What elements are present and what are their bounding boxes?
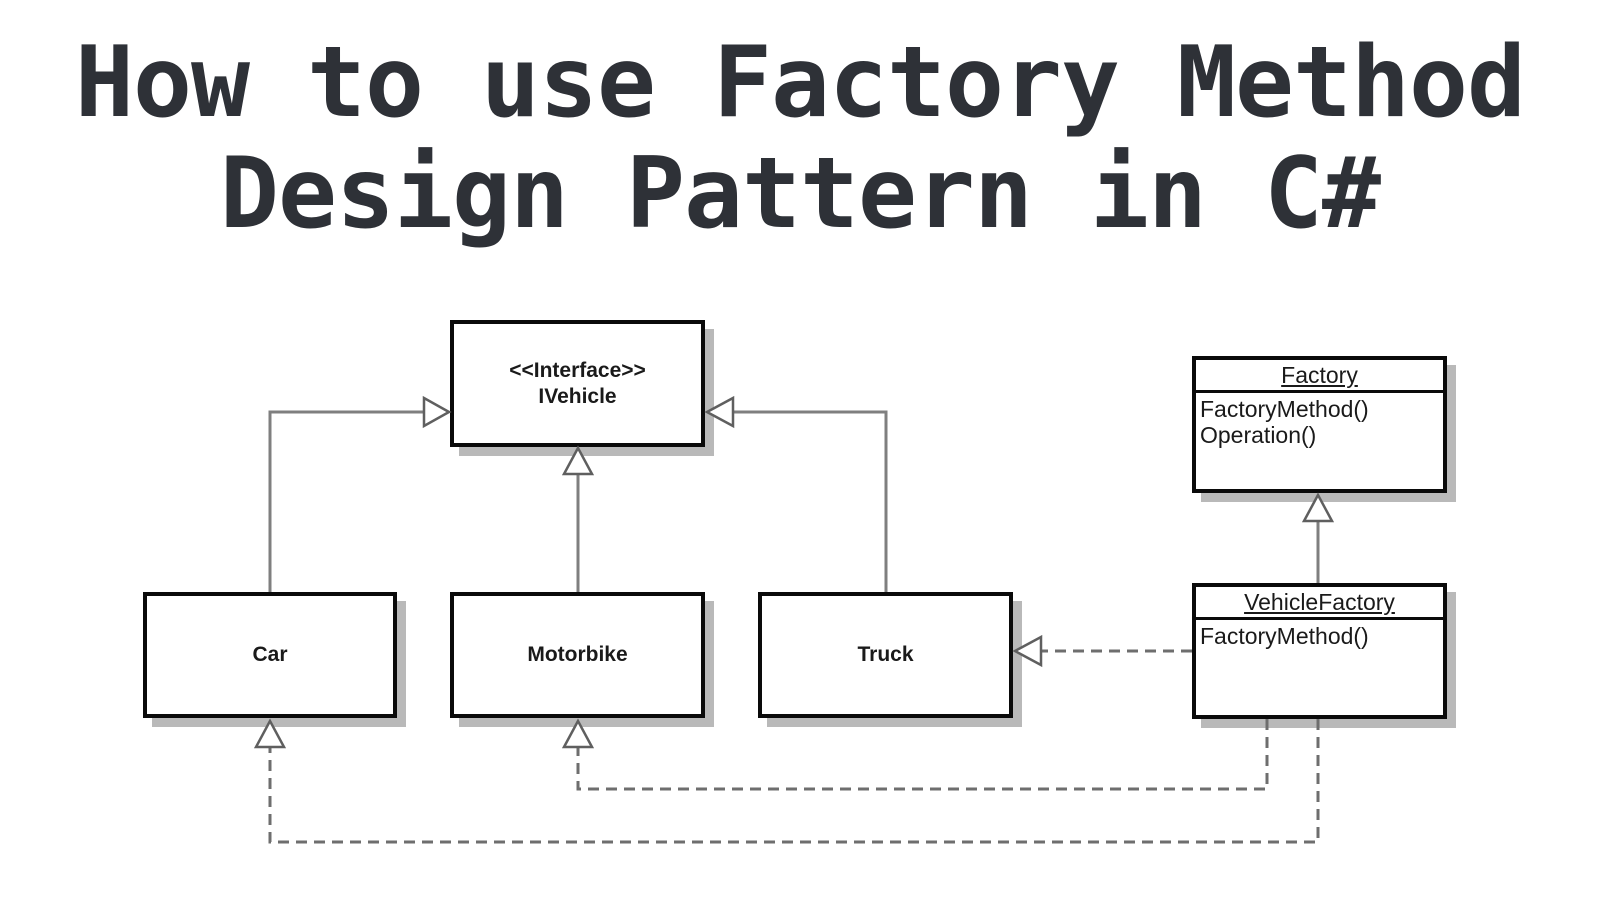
- car-realization-arrowhead-icon: [422, 395, 452, 429]
- vehiclefactory-motorbike-dependency-line: [576, 719, 1269, 791]
- class-box-motorbike: Motorbike: [450, 592, 705, 718]
- ivehicle-name-label: IVehicle: [538, 384, 617, 408]
- vehiclefactory-method-1: FactoryMethod(): [1200, 623, 1369, 649]
- factory-method-2: Operation(): [1200, 422, 1317, 448]
- title-line-1: How to use Factory Method: [74, 26, 1526, 140]
- class-box-vehiclefactory: VehicleFactory FactoryMethod(): [1192, 583, 1447, 719]
- title-line-2: Design Pattern in C#: [219, 137, 1381, 251]
- class-box-ivehicle: <<Interface>> IVehicle: [450, 320, 705, 447]
- class-box-car: Car: [143, 592, 397, 718]
- truck-realization-arrowhead-icon: [704, 395, 735, 429]
- car-dependency-arrowhead-icon: [253, 718, 287, 749]
- ivehicle-stereotype-label: <<Interface>>: [509, 358, 646, 382]
- class-box-truck: Truck: [758, 592, 1013, 718]
- car-realization-line: [268, 410, 424, 592]
- vehiclefactory-car-dependency-line: [268, 719, 1320, 844]
- motorbike-realization-arrowhead-icon: [561, 445, 595, 476]
- motorbike-dependency-arrowhead-icon: [561, 718, 595, 749]
- factory-method-1: FactoryMethod(): [1200, 396, 1369, 422]
- vehiclefactory-name-label: VehicleFactory: [1196, 587, 1443, 620]
- vehiclefactory-inheritance-arrowhead-icon: [1301, 492, 1335, 523]
- truck-dependency-arrowhead-icon: [1012, 634, 1043, 668]
- factory-name-label: Factory: [1196, 360, 1443, 393]
- truck-realization-line: [733, 410, 888, 592]
- truck-name-label: Truck: [857, 643, 914, 666]
- class-box-factory: Factory FactoryMethod() Operation(): [1192, 356, 1447, 493]
- car-name-label: Car: [252, 643, 288, 666]
- motorbike-name-label: Motorbike: [527, 643, 628, 666]
